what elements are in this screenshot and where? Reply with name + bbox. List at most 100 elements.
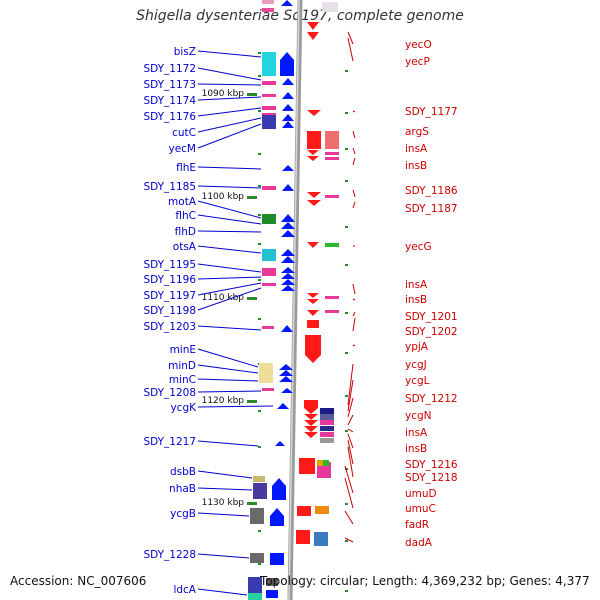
tick-mark bbox=[258, 243, 261, 245]
gene-label[interactable]: SDY_1197 bbox=[143, 290, 196, 302]
gene-label[interactable]: argS bbox=[405, 126, 429, 138]
kbp-marker-tick bbox=[247, 502, 257, 505]
gene-box bbox=[253, 476, 265, 482]
gene-label[interactable]: ypjA bbox=[405, 341, 429, 353]
gene-label[interactable]: ycgK bbox=[170, 402, 197, 414]
label-connector bbox=[197, 553, 250, 559]
gene-label[interactable]: umuC bbox=[405, 503, 436, 515]
accession-text: Accession: NC_007606 bbox=[10, 574, 147, 588]
tick-mark bbox=[258, 52, 261, 54]
gene-box bbox=[325, 310, 339, 313]
gene-arrow-up bbox=[281, 273, 295, 279]
label-connector bbox=[197, 200, 262, 219]
gene-arrow-down bbox=[305, 335, 321, 363]
gene-label[interactable]: ycgN bbox=[405, 410, 432, 422]
gene-label[interactable]: SDY_1187 bbox=[405, 203, 458, 215]
gene-label[interactable]: nhaB bbox=[169, 483, 196, 495]
gene-label[interactable]: SDY_1196 bbox=[143, 274, 196, 286]
gene-label[interactable]: cutC bbox=[172, 127, 196, 139]
gene-label[interactable]: minC bbox=[169, 374, 196, 386]
gene-label[interactable]: SDY_1201 bbox=[405, 311, 458, 323]
label-connector bbox=[347, 446, 354, 478]
gene-label[interactable]: flhE bbox=[176, 162, 196, 174]
gene-box bbox=[307, 131, 321, 149]
gene-box bbox=[315, 506, 329, 514]
gene-label[interactable]: SDY_1208 bbox=[143, 387, 196, 399]
gene-label[interactable]: minE bbox=[170, 344, 196, 356]
label-connector bbox=[352, 130, 356, 139]
gene-box bbox=[320, 438, 334, 443]
gene-label[interactable]: yecP bbox=[405, 56, 430, 68]
gene-label[interactable]: SDY_1203 bbox=[143, 321, 196, 333]
gene-box bbox=[250, 553, 264, 563]
gene-label[interactable]: insB bbox=[405, 294, 427, 306]
gene-label[interactable]: ycgB bbox=[170, 508, 196, 520]
gene-box bbox=[314, 532, 328, 546]
gene-label[interactable]: flhD bbox=[175, 226, 196, 238]
gene-label[interactable]: SDY_1185 bbox=[143, 181, 196, 193]
gene-arrow-up bbox=[279, 376, 293, 382]
gene-arrow-up bbox=[282, 104, 294, 111]
gene-label[interactable]: minD bbox=[168, 360, 196, 372]
label-connector bbox=[347, 31, 354, 45]
gene-box bbox=[262, 94, 276, 97]
gene-label[interactable]: bisZ bbox=[174, 46, 196, 58]
gene-label[interactable]: SDY_1217 bbox=[143, 436, 196, 448]
gene-label[interactable]: SDY_1198 bbox=[143, 305, 196, 317]
gene-label[interactable]: dadA bbox=[405, 537, 433, 549]
tick-mark bbox=[345, 468, 348, 470]
gene-label[interactable]: insA bbox=[405, 427, 428, 439]
gene-label[interactable]: SDY_1172 bbox=[143, 63, 196, 75]
gene-label[interactable]: ycgJ bbox=[405, 359, 427, 371]
gene-label[interactable]: SDY_1218 bbox=[405, 472, 458, 484]
gene-label[interactable]: yecO bbox=[405, 39, 432, 51]
gene-box bbox=[262, 115, 276, 129]
gene-label[interactable]: insB bbox=[405, 443, 427, 455]
gene-label[interactable]: otsA bbox=[173, 241, 197, 253]
gene-box bbox=[325, 131, 339, 149]
gene-label[interactable]: insA bbox=[405, 279, 428, 291]
topology-text: Topology: circular; Length: 4,369,232 bp… bbox=[260, 574, 590, 588]
gene-box bbox=[262, 52, 276, 76]
gene-label[interactable]: SDY_1195 bbox=[143, 259, 196, 271]
gene-label[interactable]: SDY_1186 bbox=[405, 185, 458, 197]
gene-box bbox=[304, 400, 318, 408]
label-connector bbox=[352, 283, 356, 295]
gene-label[interactable]: SDY_1216 bbox=[405, 459, 458, 471]
gene-label[interactable]: yecM bbox=[168, 143, 196, 155]
gene-label[interactable]: SDY_1212 bbox=[405, 393, 458, 405]
tick-mark bbox=[345, 312, 348, 314]
gene-label[interactable]: SDY_1202 bbox=[405, 326, 458, 338]
gene-arrow-up bbox=[281, 267, 295, 273]
gene-label[interactable]: yecG bbox=[405, 241, 432, 253]
gene-box bbox=[262, 8, 274, 12]
gene-label[interactable]: ldcA bbox=[173, 584, 196, 596]
tick-mark bbox=[345, 590, 348, 592]
gene-label[interactable]: insA bbox=[405, 143, 428, 155]
gene-arrow-down bbox=[304, 408, 318, 414]
tick-mark bbox=[345, 395, 348, 397]
gene-label[interactable]: SDY_1174 bbox=[143, 95, 196, 107]
gene-arrow-down bbox=[307, 150, 319, 155]
gene-label[interactable]: SDY_1176 bbox=[143, 111, 196, 123]
gene-label[interactable]: flhC bbox=[175, 210, 196, 222]
gene-label[interactable]: SDY_1228 bbox=[143, 549, 196, 561]
tick-mark bbox=[258, 110, 261, 112]
gene-label[interactable]: umuD bbox=[405, 488, 437, 500]
gene-box bbox=[262, 106, 276, 110]
gene-label[interactable]: motA bbox=[168, 196, 197, 208]
label-connector bbox=[197, 512, 250, 517]
gene-label[interactable]: SDY_1173 bbox=[143, 79, 196, 91]
gene-label[interactable]: dsbB bbox=[170, 466, 196, 478]
gene-label[interactable]: fadR bbox=[405, 519, 429, 531]
label-connector bbox=[347, 363, 354, 406]
gene-arrow-down bbox=[307, 299, 319, 304]
gene-label[interactable]: insB bbox=[405, 160, 427, 172]
gene-label[interactable]: ycgL bbox=[405, 375, 430, 387]
label-connector bbox=[197, 487, 253, 491]
gene-arrow-up bbox=[281, 249, 295, 256]
gene-label[interactable]: SDY_1177 bbox=[405, 106, 458, 118]
tick-mark bbox=[345, 70, 348, 72]
